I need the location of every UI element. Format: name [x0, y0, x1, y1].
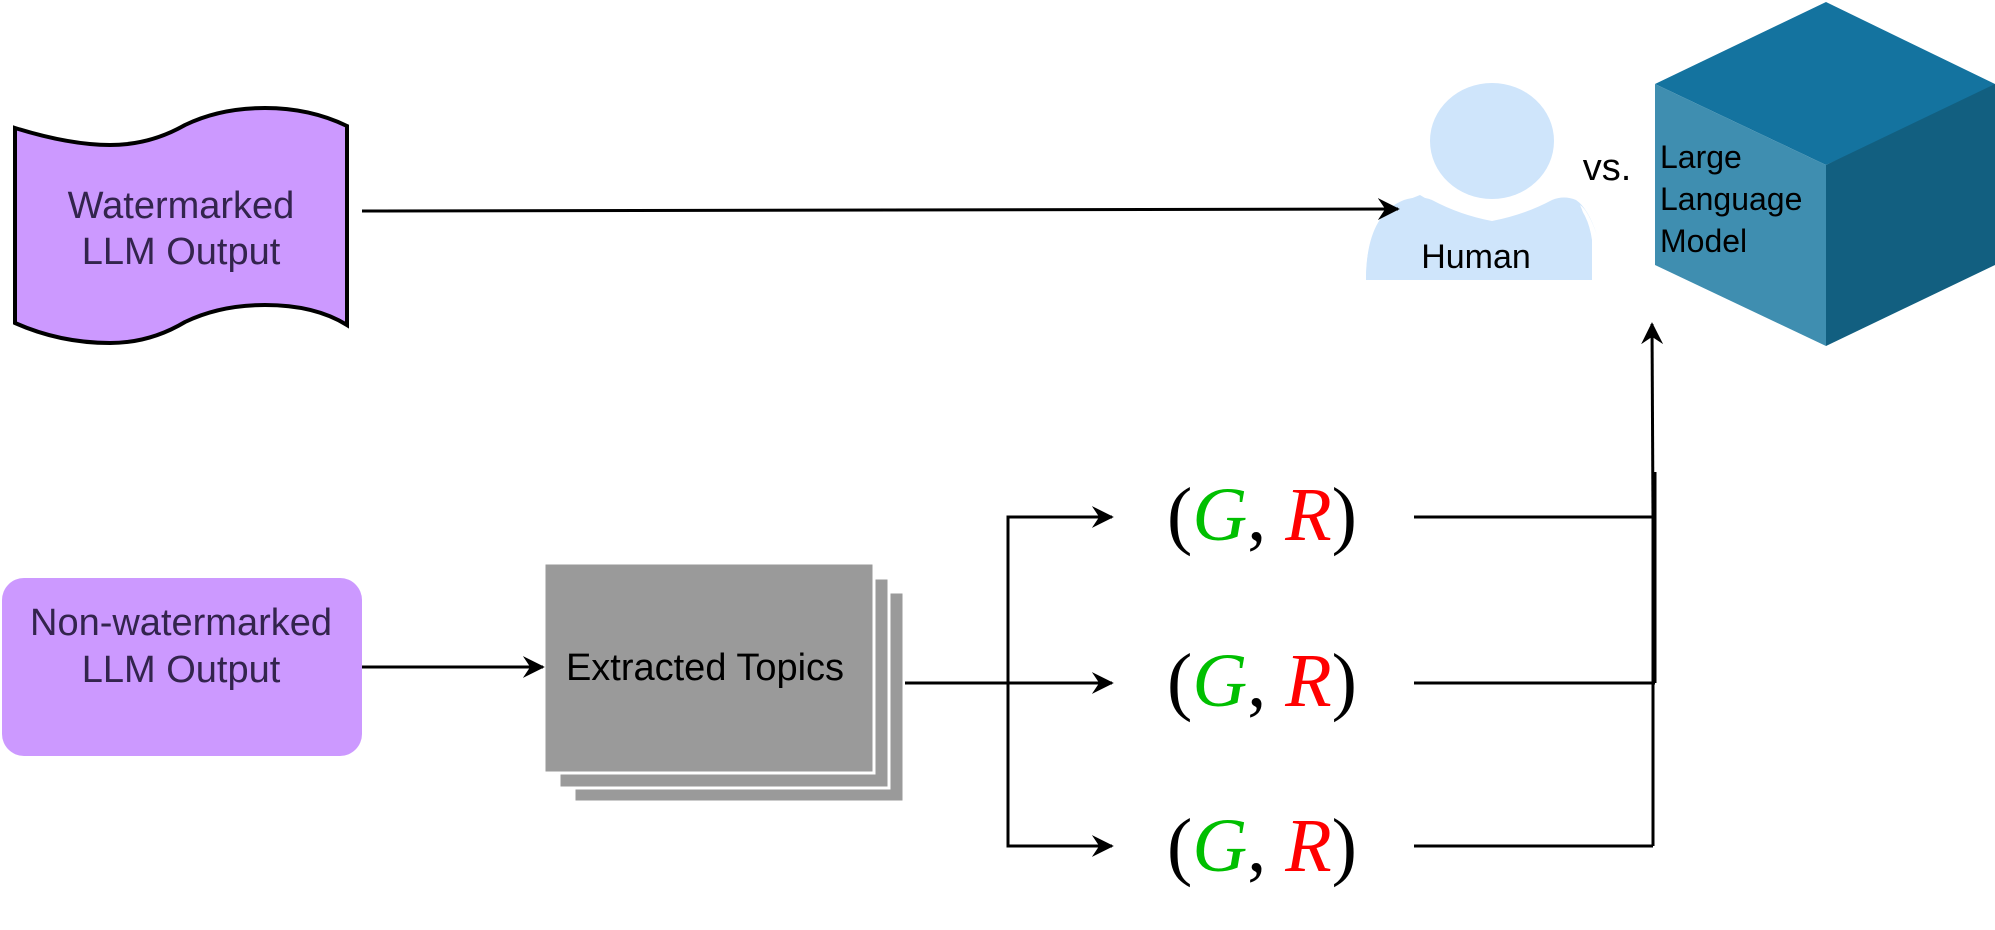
person-icon	[1366, 83, 1597, 280]
pair-r-symbol: R	[1284, 473, 1331, 557]
llm-label-line2: Language	[1660, 181, 1802, 217]
watermarked-to-human-arrow	[361, 198, 1400, 221]
cube-icon	[1655, 2, 1995, 346]
pair-comma: ,	[1247, 473, 1266, 557]
watermarked-output-line2: LLM Output	[82, 231, 281, 273]
pair-g-symbol: G	[1192, 639, 1247, 723]
llm-label-line3: Model	[1660, 223, 1747, 259]
non-watermarked-output-line1: Non-watermarked	[30, 602, 332, 644]
pair-open-paren: (	[1167, 639, 1192, 723]
pair-r-symbol: R	[1284, 639, 1331, 723]
extracted-topics-label: Extracted Topics	[566, 647, 844, 689]
svg-text:(G, R): (G, R)	[1167, 804, 1357, 888]
watermarked-output-line1: Watermarked	[68, 185, 295, 227]
watermarked-output-shape	[13, 105, 349, 346]
pair-g-symbol: G	[1192, 473, 1247, 557]
non-watermarked-output-node: Non-watermarked LLM Output	[2, 578, 362, 756]
gr-pair: (G, R)	[1167, 639, 1357, 723]
gr-pair: (G, R)	[1167, 473, 1357, 557]
split-to-top-pair-arrow	[1006, 506, 1114, 683]
gr-pair: (G, R)	[1167, 804, 1357, 888]
pair-comma: ,	[1247, 804, 1266, 888]
pair-g-symbol: G	[1192, 804, 1247, 888]
pair-open-paren: (	[1167, 804, 1192, 888]
pair-comma: ,	[1247, 639, 1266, 723]
split-to-bottom-pair-arrow	[1006, 683, 1114, 857]
pair-close-paren: )	[1332, 473, 1357, 557]
versus-label: vs.	[1583, 147, 1632, 189]
human-node: Human	[1366, 83, 1597, 280]
connectors	[361, 198, 1664, 857]
pair-close-paren: )	[1332, 804, 1357, 888]
collector-to-llm-arrow	[1641, 322, 1664, 518]
llm-node: Large Language Model	[1655, 2, 1995, 346]
non-watermarked-output-box	[2, 578, 362, 756]
human-label: Human	[1421, 238, 1531, 276]
pair-open-paren: (	[1167, 473, 1192, 557]
pair-close-paren: )	[1332, 639, 1357, 723]
extracted-topics-node: Extracted Topics	[542, 561, 906, 804]
non-watermarked-output-line2: LLM Output	[82, 649, 281, 691]
topics-stack-front	[542, 561, 876, 775]
pair-r-symbol: R	[1284, 804, 1331, 888]
svg-text:(G, R): (G, R)	[1167, 473, 1357, 557]
watermarked-output-node: Watermarked LLM Output	[13, 105, 349, 346]
llm-label-line1: Large	[1660, 139, 1742, 175]
svg-text:(G, R): (G, R)	[1167, 639, 1357, 723]
